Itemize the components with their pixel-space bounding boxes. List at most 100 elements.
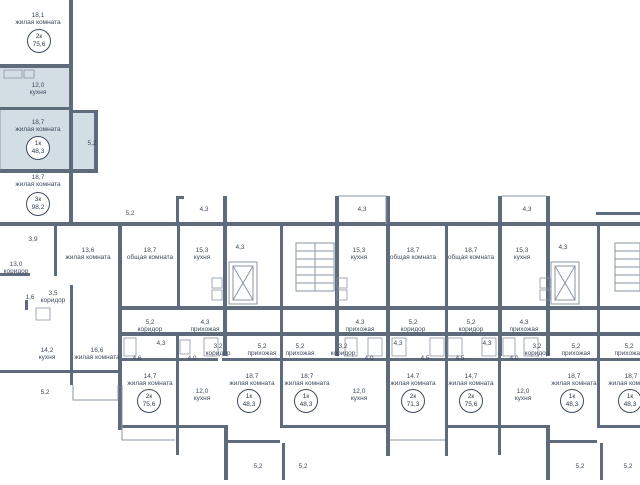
room-area: 12,0 bbox=[352, 388, 366, 395]
room-name: прихожая bbox=[509, 326, 539, 333]
room-name: общая комната bbox=[389, 254, 437, 261]
room-name: коридор bbox=[137, 326, 163, 333]
apartment-total-area: 48,3 bbox=[623, 401, 637, 408]
room-name: коридор bbox=[524, 350, 550, 357]
room-area: 12,0 bbox=[195, 388, 209, 395]
small-area-label: 4,3 bbox=[482, 340, 492, 347]
room-area: 3,2 bbox=[213, 343, 223, 350]
small-area-label: 5,2 bbox=[125, 210, 135, 217]
small-area-label: 4,6 bbox=[132, 355, 142, 362]
small-area-label: 4,3 bbox=[156, 340, 166, 347]
small-area-label: 3,9 bbox=[28, 236, 38, 243]
small-area-label: 1,6 bbox=[25, 294, 35, 301]
room-name: общая комната bbox=[126, 254, 174, 261]
room-name: коридор bbox=[330, 350, 356, 357]
room-name: жилая комната bbox=[65, 254, 111, 261]
small-area-label: 4,3 bbox=[393, 340, 403, 347]
room-area: 4,3 bbox=[355, 319, 365, 326]
room-area: 5,2 bbox=[145, 319, 155, 326]
room-area: 5,2 bbox=[408, 319, 418, 326]
apartment-type: 1к bbox=[302, 393, 310, 400]
room-area: 18,7 bbox=[31, 119, 45, 126]
room-name: прихожая bbox=[614, 350, 640, 357]
room-area: 3,2 bbox=[338, 343, 348, 350]
room-name: жилая комната bbox=[229, 380, 275, 387]
room-name: кухня bbox=[350, 254, 368, 261]
small-area-label: 5,2 bbox=[40, 389, 50, 396]
room-name: общая комната bbox=[447, 254, 495, 261]
room-area: 18,7 bbox=[31, 174, 45, 181]
room-name: жилая комната bbox=[127, 380, 173, 387]
apartment-total-area: 75,6 bbox=[32, 41, 46, 48]
apartment-type: 1к bbox=[245, 393, 253, 400]
room-name: кухня bbox=[350, 395, 368, 402]
room-name: жилая комната bbox=[74, 354, 120, 361]
small-area-label: 4,3 bbox=[357, 206, 367, 213]
room-name: коридор bbox=[458, 326, 484, 333]
room-area: 16,6 bbox=[90, 347, 104, 354]
room-area: 13,6 bbox=[81, 247, 95, 254]
apartment-type: 2к bbox=[409, 393, 417, 400]
room-name: жилая комната bbox=[15, 181, 61, 188]
room-area: 5,2 bbox=[466, 319, 476, 326]
room-area: 18,7 bbox=[143, 247, 157, 254]
room-name: кухня bbox=[513, 254, 531, 261]
fixtures bbox=[3, 69, 551, 357]
room-name: прихожая bbox=[285, 350, 315, 357]
room-area: 5,2 bbox=[295, 343, 305, 350]
room-area: 3,2 bbox=[532, 343, 542, 350]
room-area: 18,7 bbox=[245, 373, 259, 380]
apartment-total-area: 75,6 bbox=[464, 401, 478, 408]
room-area: 14,7 bbox=[406, 373, 420, 380]
small-area-label: 5,2 bbox=[298, 463, 308, 470]
room-name: кухня bbox=[38, 354, 56, 361]
apartment-type: 2к bbox=[35, 33, 43, 40]
apartment-total-area: 98,2 bbox=[31, 204, 45, 211]
room-name: прихожая bbox=[561, 350, 591, 357]
room-area: 18,7 bbox=[300, 373, 314, 380]
small-area-label: 5,2 bbox=[623, 463, 633, 470]
apartment-type: 1к bbox=[568, 393, 576, 400]
room-area: 4,3 bbox=[200, 319, 210, 326]
outlines bbox=[0, 110, 640, 441]
apartment-total-area: 48,3 bbox=[299, 401, 313, 408]
room-name: прихожая bbox=[247, 350, 277, 357]
room-name: жилая комната bbox=[284, 380, 330, 387]
apartment-type: 1к bbox=[34, 140, 42, 147]
room-area: 4,3 bbox=[519, 319, 529, 326]
